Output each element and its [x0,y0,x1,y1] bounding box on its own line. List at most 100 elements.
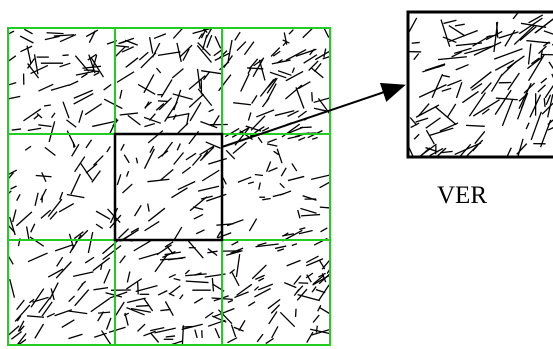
texture-stroke [256,333,264,343]
texture-stroke [257,136,263,144]
texture-stroke [320,227,328,233]
texture-stroke [313,62,322,73]
texture-stroke [72,141,75,148]
texture-stroke [232,141,247,155]
zoom-texture-stroke [527,43,532,65]
texture-stroke [205,141,221,149]
texture-stroke [46,312,55,318]
texture-stroke [77,283,84,291]
texture-stroke [311,286,317,293]
texture-stroke [154,327,176,334]
texture-stroke [231,272,240,287]
texture-stroke [300,207,317,214]
texture-stroke [178,44,193,58]
texture-stroke [155,67,162,74]
zoom-texture-stroke [490,73,503,92]
texture-stroke [160,257,183,261]
texture-stroke [181,323,203,331]
texture-stroke [272,50,281,57]
zoom-texture-stroke [548,61,553,70]
texture-stroke [277,70,292,76]
zoom-texture-stroke [436,64,445,69]
texture-stroke [68,333,83,340]
texture-stroke [68,80,79,87]
texture-stroke [125,170,130,177]
texture-stroke [291,243,298,247]
texture-stroke [133,240,151,252]
texture-stroke [35,174,52,178]
texture-stroke [233,326,244,332]
texture-stroke [143,74,155,94]
zoom-texture-stroke [472,99,500,117]
texture-stroke [212,307,235,318]
texture-stroke [217,232,232,239]
texture-stroke [164,101,178,122]
zoom-texture-stroke [425,146,439,153]
texture-stroke [70,173,81,195]
texture-stroke [315,325,318,333]
texture-stroke [10,185,17,190]
texture-stroke [312,314,320,323]
texture-stroke [29,298,35,304]
texture-stroke [227,299,234,303]
texture-stroke [17,338,27,345]
zoom-texture-stroke [464,45,493,55]
zoom-texture-stroke [495,97,518,101]
texture-stroke [223,55,234,69]
texture-stroke [277,248,285,252]
texture-stroke [74,55,90,72]
zoom-texture-stroke [447,79,462,87]
texture-stroke [164,241,174,248]
texture-stroke [171,68,184,79]
texture-stroke [251,95,258,104]
texture-stroke [147,178,170,183]
texture-stroke [32,296,49,303]
texture-stroke [150,327,165,332]
texture-stroke [68,295,76,303]
texture-stroke [323,48,327,58]
texture-stroke [309,48,315,56]
texture-stroke [211,277,215,292]
zoom-texture-stroke [425,117,441,129]
texture-stroke [143,330,156,337]
texture-stroke [16,315,22,322]
texture-stroke [26,58,36,69]
zoom-texture-stroke [517,138,524,156]
texture-stroke [166,113,189,119]
texture-stroke [269,71,287,79]
texture-stroke [227,39,233,61]
texture-stroke [285,49,307,61]
texture-stroke [103,83,112,91]
texture-stroke [73,93,94,105]
texture-stroke [16,332,27,345]
texture-stroke [168,273,176,279]
texture-stroke [243,41,255,56]
texture-stroke [268,167,278,173]
zoom-texture-stroke [543,97,546,108]
texture-stroke [29,236,45,247]
zoom-texture-stroke [530,57,540,65]
texture-stroke [150,332,160,343]
texture-stroke [59,62,71,68]
texture-stroke [59,33,77,43]
texture-stroke [253,58,264,67]
texture-stroke [314,50,330,61]
texture-stroke [23,108,42,122]
texture-stroke [143,298,154,312]
texture-stroke [323,28,330,38]
texture-stroke [179,294,184,300]
zoom-texture-stroke [409,117,418,126]
texture-stroke [119,89,123,99]
zoom-texture-stroke [440,150,453,154]
texture-stroke [259,78,275,97]
texture-stroke [205,28,213,39]
texture-stroke [148,113,156,121]
zoom-texture-stroke [468,92,487,117]
texture-stroke [92,54,98,67]
texture-stroke [113,46,126,59]
texture-stroke [48,121,56,143]
texture-stroke [258,182,261,190]
texture-stroke [254,173,264,177]
texture-stroke [102,238,120,255]
texture-stroke [73,231,84,240]
